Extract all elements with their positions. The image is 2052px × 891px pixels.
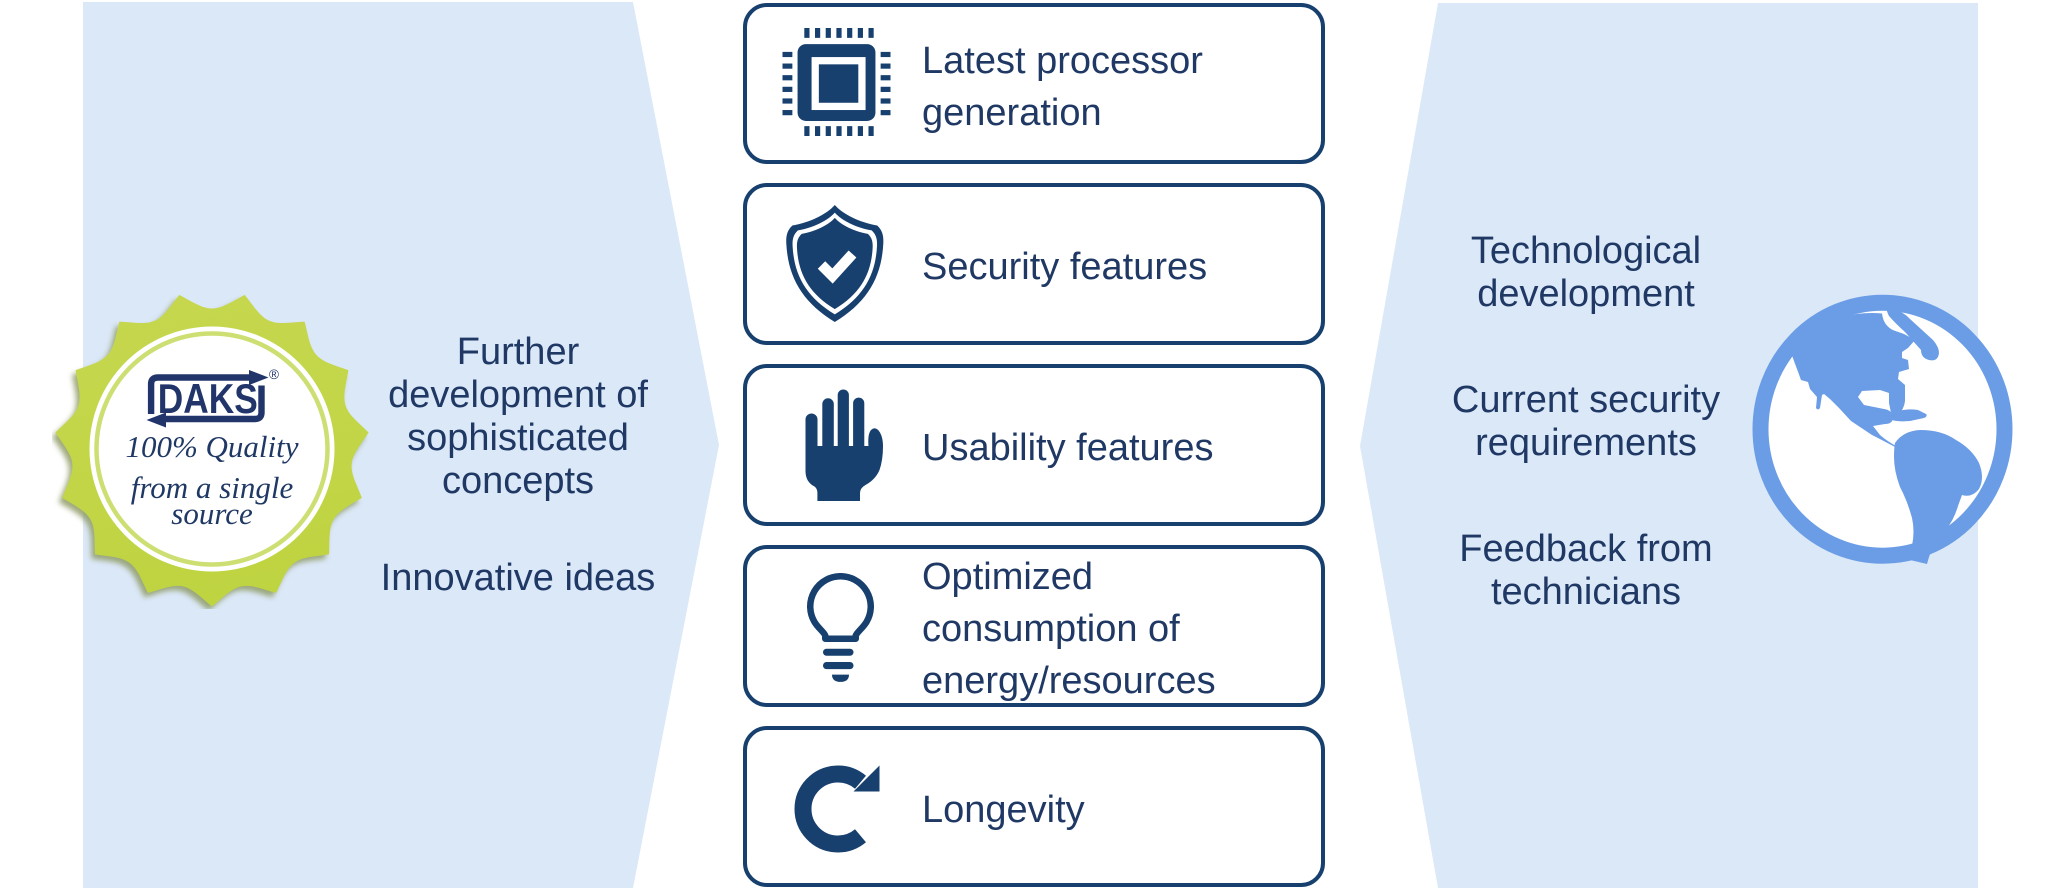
svg-text:source: source [171,496,253,531]
svg-text:®: ® [269,367,279,382]
svg-text:DAKS: DAKS [158,376,258,422]
svg-text:100% Quality: 100% Quality [125,429,298,464]
svg-text:from a single: from a single [131,470,294,505]
